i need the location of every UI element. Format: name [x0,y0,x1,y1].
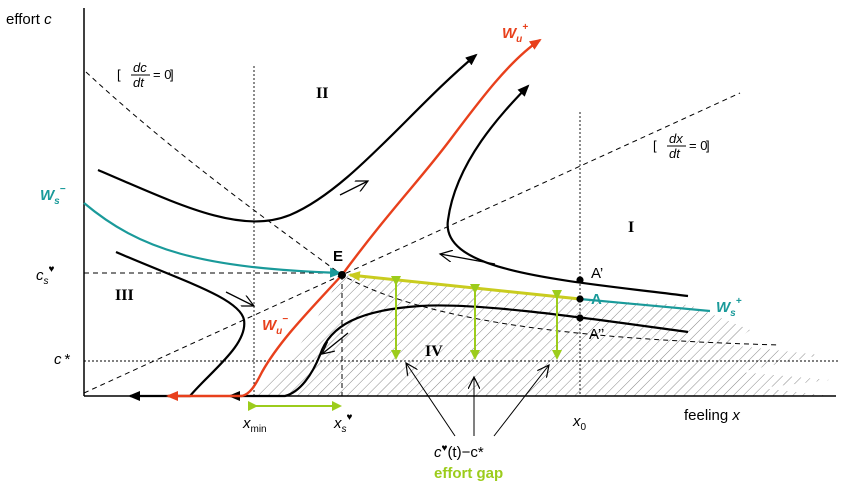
svg-text:[: [ [653,138,657,153]
point-A-prime-marker [576,276,584,284]
svg-text:dx: dx [669,131,683,146]
region-iv-label: IV [425,343,443,360]
c-star-label: c* [54,351,71,368]
point-E-marker [338,271,346,279]
region-iii-label: III [115,287,134,304]
svg-text:= 0: = 0 [689,138,707,153]
region-i-label: I [628,219,634,236]
pointer-3 [493,365,549,437]
region-ii-label: II [316,85,328,102]
effort-gap-formula: c♥(t)−c* [434,443,484,461]
trajectory-region-i-flow [440,254,496,265]
svg-text:dt: dt [669,146,681,161]
trajectory-region-iii-flow [225,291,254,306]
xmin-label: xmin [242,415,267,435]
trajectory-upper-left-flow [339,181,368,196]
wu-plus-label: Wu+ [502,22,528,45]
pointer-1 [406,363,456,437]
ws-plus-manifold [579,297,711,313]
svg-text:]: ] [170,67,174,82]
svg-text:dt: dt [133,75,145,90]
trajectory-upper-left [97,53,478,223]
y-axis-label: effort c [6,11,52,28]
wu-minus-manifold [166,274,343,401]
dx-nullcline [83,92,741,394]
cs-heart-label: cs♥ [36,264,55,287]
point-A-marker [576,295,584,303]
point-A-prime-label: A’ [591,265,603,282]
svg-text:dc: dc [133,60,147,75]
ws-plus-label: Ws+ [716,296,742,319]
svg-text:= 0: = 0 [153,67,171,82]
wu-plus-manifold [341,38,542,276]
point-A-label: A [591,291,602,308]
x0-label: x0 [572,413,587,433]
svg-text:[: [ [117,67,121,82]
point-A-dprime-label: A’’ [589,326,604,343]
trajectory-region-i [446,84,689,298]
optimal-path [348,271,581,301]
ws-minus-manifold [83,202,342,278]
xs-heart-label: xs♥ [333,412,353,435]
point-A-dprime-marker [576,314,584,322]
effort-gap-label: effort gap [434,465,503,482]
ws-minus-label: Ws− [40,184,66,207]
dx-nullcline-label: [ dx dt = 0 ] [653,131,710,161]
hatched-region-iv [250,275,832,396]
x-axis-label: feeling x [684,407,740,424]
point-E-label: E [333,248,343,265]
wu-minus-label: Wu− [262,314,288,337]
svg-text:]: ] [706,138,710,153]
trajectory-region-iii [115,250,246,401]
dc-nullcline-label: [ dc dt = 0 ] [117,60,174,90]
trajectory-region-iv-flow [322,332,349,354]
